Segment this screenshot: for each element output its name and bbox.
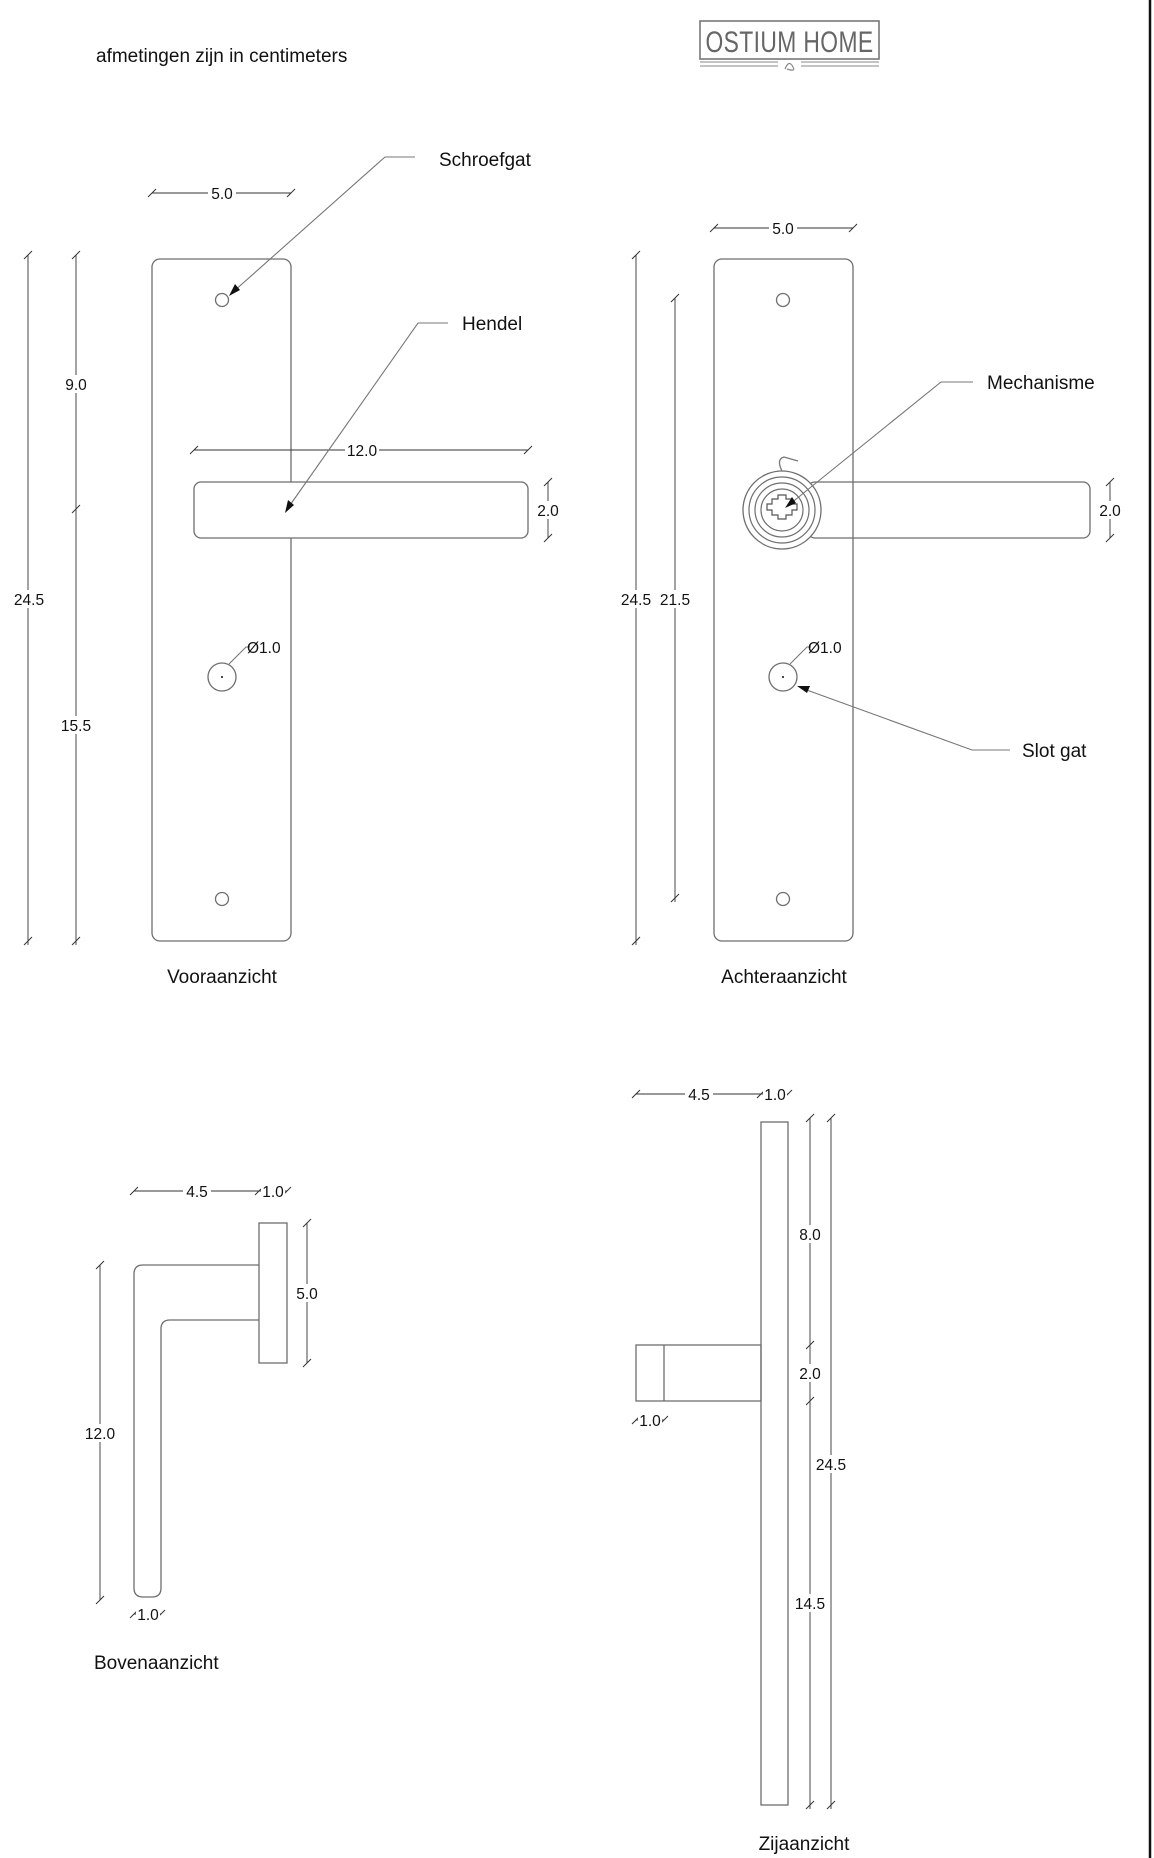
- front-backplate: [151, 258, 292, 942]
- ostium-home-logo: OSTIUM HOME: [699, 20, 880, 71]
- front-lock-hole: [207, 662, 237, 692]
- top-view: 4.5 1.0 5.0 12.0 1.0 Bovenaanz: [82, 1182, 320, 1674]
- front-screw-hole-bottom: [214, 891, 230, 907]
- dim-label: 5.0: [772, 221, 794, 238]
- dim-label: 12.0: [85, 1426, 116, 1443]
- side-backplate: [760, 1121, 789, 1806]
- dim-label: 2.0: [537, 503, 559, 520]
- back-view: 5.0 2.0 24.5 21.5 Ø1.0: [619, 219, 1123, 988]
- dim-label: 5.0: [296, 1286, 318, 1303]
- callout-label: Hendel: [462, 314, 522, 335]
- dim-label: Ø1.0: [247, 640, 281, 657]
- side-view: 4.5 1.0 8.0 2.0 14.5 24.5: [631, 1085, 851, 1855]
- view-title-top: Bovenaanzicht: [94, 1653, 219, 1674]
- dim-label: 1.0: [639, 1413, 661, 1430]
- front-dim-hole: Ø1.0: [228, 640, 281, 665]
- front-dim-plate-width: 5.0: [147, 184, 296, 203]
- dim-label: 24.5: [14, 592, 44, 609]
- dim-label: Ø1.0: [808, 640, 842, 657]
- back-dim-hole: Ø1.0: [789, 640, 842, 665]
- dim-label: 4.5: [186, 1184, 208, 1201]
- front-dim-upper-lower: 9.0 15.5: [58, 250, 94, 946]
- back-screw-hole-top: [775, 292, 791, 308]
- dim-label: 1.0: [262, 1184, 284, 1201]
- top-lever-profile: [133, 1264, 259, 1598]
- callout-label: Schroefgat: [439, 150, 532, 171]
- dim-label: 4.5: [688, 1087, 710, 1104]
- dim-label: 2.0: [799, 1366, 821, 1383]
- back-dim-total-height: 24.5: [619, 250, 653, 946]
- dim-label: 2.0: [1099, 503, 1121, 520]
- dim-label: 9.0: [65, 377, 87, 394]
- top-dim-plate-width: 5.0: [294, 1218, 320, 1368]
- front-dim-lever-length: 12.0: [189, 441, 533, 460]
- dim-label: 8.0: [799, 1227, 821, 1244]
- front-dim-lever-height: 2.0: [535, 477, 561, 543]
- units-note: afmetingen zijn in centimeters: [96, 46, 347, 67]
- side-lever-grip: [635, 1344, 762, 1402]
- front-view: 5.0 12.0 2.0 24.5: [12, 150, 561, 988]
- dim-label: 24.5: [816, 1457, 846, 1474]
- front-lever: [193, 481, 529, 539]
- side-dim-segments: 8.0 2.0 14.5: [792, 1113, 828, 1810]
- top-rosette-plate: [258, 1222, 288, 1364]
- dim-label: 24.5: [621, 592, 651, 609]
- callout-hendel: Hendel: [285, 314, 522, 513]
- side-dim-projection: 4.5 1.0: [631, 1085, 793, 1104]
- callout-slot-gat: Slot gat: [797, 686, 1087, 762]
- callout-label: Mechanisme: [987, 373, 1095, 394]
- top-dim-lever-length: 12.0: [82, 1260, 118, 1605]
- view-title-front: Vooraanzicht: [167, 967, 278, 988]
- side-dim-total-height: 24.5: [813, 1113, 849, 1810]
- dim-label: 1.0: [764, 1087, 786, 1104]
- back-backplate: [713, 258, 854, 942]
- view-title-side: Zijaanzicht: [759, 1834, 851, 1855]
- back-dim-inner-height: 21.5: [658, 293, 692, 903]
- front-dim-total-height: 24.5: [12, 250, 46, 946]
- front-screw-hole-top: [214, 292, 230, 308]
- side-dim-lever-end: 1.0: [631, 1412, 669, 1430]
- callout-label: Slot gat: [1022, 741, 1087, 762]
- dim-label: 15.5: [61, 718, 91, 735]
- top-dim-lever-thickness: 1.0: [129, 1606, 166, 1624]
- logo-text: OSTIUM HOME: [706, 26, 874, 59]
- dim-label: 12.0: [347, 443, 378, 460]
- back-lock-hole: [768, 662, 798, 692]
- dim-label: 1.0: [137, 1607, 159, 1624]
- dim-label: 14.5: [795, 1596, 825, 1613]
- dim-label: 5.0: [211, 186, 233, 203]
- view-title-back: Achteraanzicht: [721, 967, 847, 988]
- back-lever: [807, 481, 1091, 539]
- back-dim-plate-width: 5.0: [709, 219, 858, 238]
- top-dim-projection: 4.5 1.0: [129, 1182, 292, 1201]
- back-mechanism: [742, 456, 822, 550]
- back-screw-hole-bottom: [775, 891, 791, 907]
- back-dim-lever-height: 2.0: [1097, 477, 1123, 543]
- dim-label: 21.5: [660, 592, 690, 609]
- callout-mechanisme: Mechanisme: [785, 373, 1095, 508]
- callout-schroefgat: Schroefgat: [229, 150, 532, 296]
